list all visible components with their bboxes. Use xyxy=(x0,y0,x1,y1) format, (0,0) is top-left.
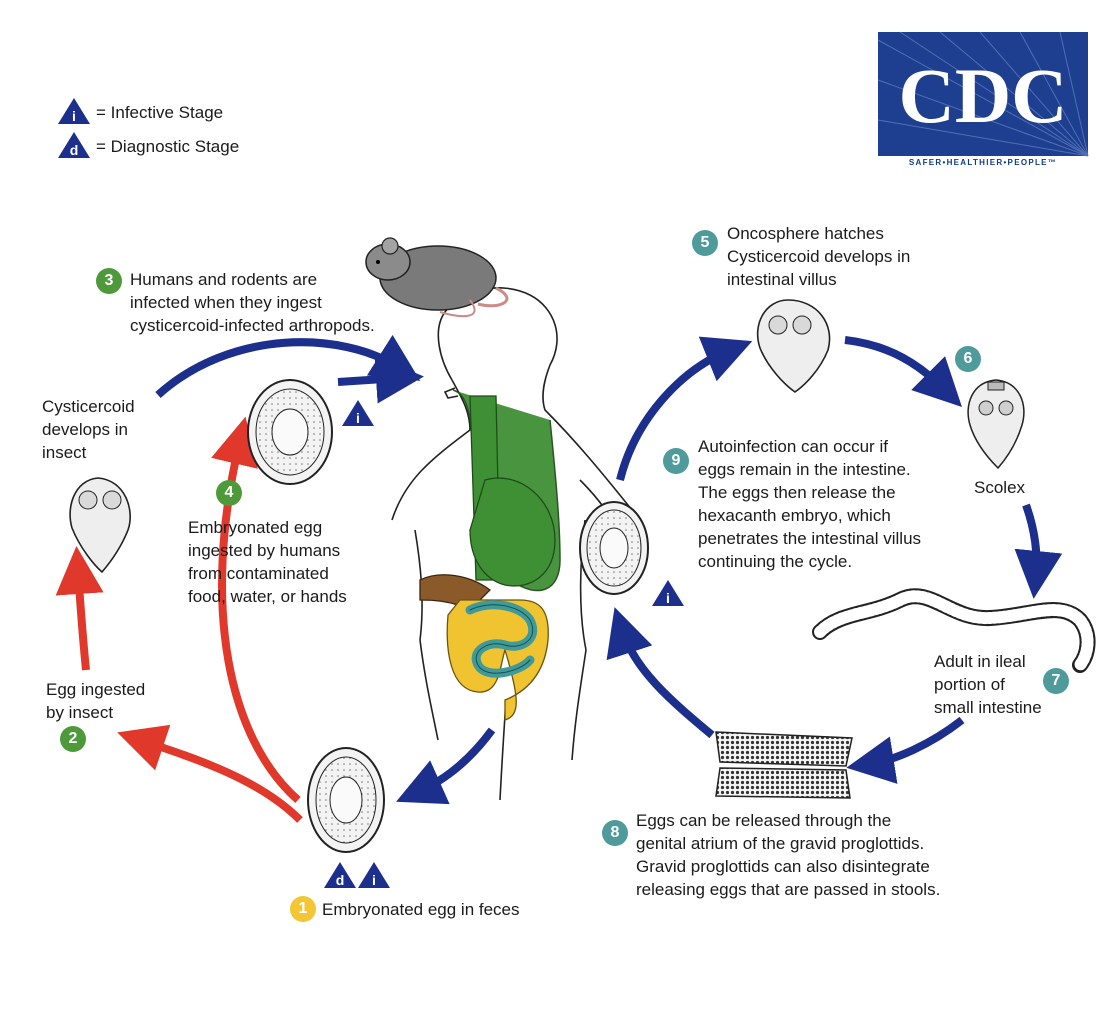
svg-text:i: i xyxy=(372,872,376,888)
svg-text:d: d xyxy=(70,142,79,158)
svg-text:i: i xyxy=(666,590,670,606)
legend-infective-label: = Infective Stage xyxy=(96,103,224,122)
svg-text:i: i xyxy=(356,410,360,426)
cysticercoid-label: Cysticercoid develops in insect xyxy=(42,397,135,462)
stage-6-text: Scolex xyxy=(974,478,1026,497)
infective-marker-stage-1: i xyxy=(358,862,390,888)
cdc-logo-text: CDC xyxy=(899,52,1068,139)
stage-2-text: Egg ingested by insect xyxy=(46,680,146,722)
arrow-human-to-1 xyxy=(396,727,496,805)
stage-1-badge: 1 xyxy=(290,896,316,922)
arrow-9-to-5 xyxy=(616,336,753,481)
arrow-2-to-cysticercoid xyxy=(55,546,104,671)
arrow-7-to-8 xyxy=(846,716,965,784)
arrow-4-to-human xyxy=(337,355,424,404)
legend-diagnostic-label: = Diagnostic Stage xyxy=(96,137,240,156)
arrow-6-to-7 xyxy=(1014,503,1063,599)
svg-text:i: i xyxy=(72,108,76,124)
cysticercoid-in-villus xyxy=(756,299,831,393)
stage-3-text: Humans and rodents are infected when the… xyxy=(130,270,375,335)
stage-5-text: Oncosphere hatches Cysticercoid develops… xyxy=(727,224,911,289)
stage-8-badge: 8 xyxy=(602,820,628,846)
svg-text:d: d xyxy=(336,872,345,888)
egg-stage-4 xyxy=(247,379,333,485)
stage-8-text: Eggs can be released through the genital… xyxy=(636,811,941,899)
arrow-5-to-6 xyxy=(844,336,962,407)
cdc-logo: CDC xyxy=(877,31,1089,157)
adult-tapeworm xyxy=(812,588,1096,673)
stage-3-badge: 3 xyxy=(96,268,122,294)
stage-1-text: Embryonated egg in feces xyxy=(322,900,520,919)
diagnostic-marker-stage-1: d xyxy=(324,862,356,888)
scolex-illustration xyxy=(967,379,1025,470)
stage-6-badge: 6 xyxy=(955,346,981,372)
stage-4-text: Embryonated egg ingested by humans from … xyxy=(188,518,347,606)
stage-9-badge: 9 xyxy=(663,448,689,474)
gravid-proglottids xyxy=(715,731,853,799)
egg-stage-1 xyxy=(307,747,385,853)
stage-9-text: Autoinfection can occur if eggs remain i… xyxy=(698,437,922,571)
infective-marker-stage-9: i xyxy=(652,580,684,606)
arrow-3-to-human xyxy=(155,334,421,398)
stage-4-badge: 4 xyxy=(216,480,242,506)
legend-diagnostic-icon: d xyxy=(58,132,90,158)
arrow-8-to-9 xyxy=(606,607,715,739)
egg-stage-9 xyxy=(579,501,649,595)
stage-5-badge: 5 xyxy=(692,230,718,256)
stage-2-badge: 2 xyxy=(60,726,86,752)
cdc-tagline: SAFER•HEALTHIER•PEOPLE™ xyxy=(908,158,1058,167)
legend-infective-icon: i xyxy=(58,98,90,124)
infective-marker-stage-4: i xyxy=(342,400,374,426)
stage-7-badge: 7 xyxy=(1043,668,1069,694)
rodent-illustration xyxy=(365,237,509,318)
arrow-1-to-2 xyxy=(117,724,303,823)
digestive-tract xyxy=(419,389,561,721)
cysticercoid-in-insect xyxy=(69,477,131,574)
stage-7-text: Adult in ileal portion of small intestin… xyxy=(934,652,1042,717)
